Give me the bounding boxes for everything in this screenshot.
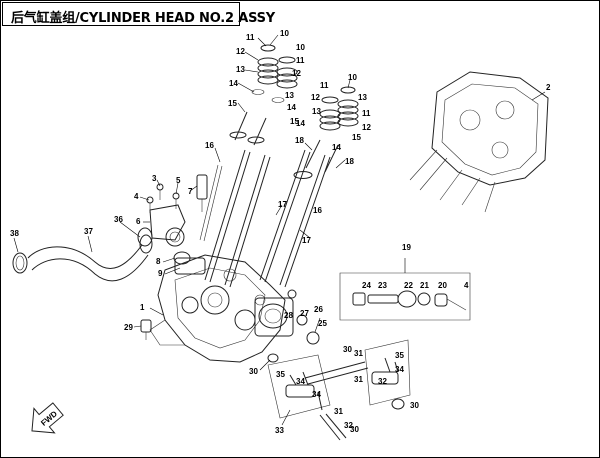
temperature-sensor	[140, 319, 152, 340]
callout-31-c: 31	[334, 407, 343, 416]
rocker-shafts	[267, 353, 369, 441]
callout-12-a: 12	[236, 47, 245, 56]
fwd-arrow-icon: FWD	[31, 402, 64, 434]
callout-10-a: 10	[280, 29, 289, 38]
callout-35-a: 35	[276, 370, 285, 379]
callout-9: 9	[158, 269, 163, 278]
callout-13-c: 13	[312, 107, 321, 116]
callout-16-b: 16	[313, 206, 322, 215]
callout-38: 38	[10, 229, 19, 238]
callout-15-c: 15	[352, 133, 361, 142]
callout-14-a: 14	[229, 79, 238, 88]
rocker-arm-right	[364, 339, 411, 410]
callout-31-b: 31	[354, 349, 363, 358]
page-title: 后气缸盖组/CYLINDER HEAD NO.2 ASSY	[11, 11, 276, 26]
callout-11-a: 11	[246, 33, 255, 42]
title-box: 后气缸盖组/CYLINDER HEAD NO.2 ASSY	[2, 2, 275, 26]
callout-1: 1	[140, 303, 145, 312]
callout-15-b: 15	[290, 117, 299, 126]
bolt-group-left	[146, 183, 180, 213]
callout-35-b: 35	[395, 351, 404, 360]
camshaft-assembly-box	[339, 258, 471, 321]
callout-34-b: 34	[395, 365, 404, 374]
callout-3: 3	[152, 174, 157, 183]
callout-32-b: 32	[378, 377, 387, 386]
callout-37: 37	[84, 227, 93, 236]
coolant-hose	[27, 234, 153, 282]
callout-11-c: 11	[320, 81, 329, 90]
callout-5: 5	[176, 176, 181, 185]
valve-spring-upper-right	[293, 86, 359, 179]
callout-21: 21	[420, 281, 429, 290]
callout-12-c: 12	[311, 93, 320, 102]
callout-labels: 1 2 3 4 5 6 7 8 9 10 11 12 13 14 15 16 1…	[10, 29, 551, 435]
spark-plug	[196, 174, 208, 212]
callout-17-a: 17	[278, 200, 287, 209]
callout-23: 23	[378, 281, 387, 290]
callout-6: 6	[136, 217, 141, 226]
callout-13-d: 13	[358, 93, 367, 102]
callout-8: 8	[156, 257, 161, 266]
callout-19: 19	[402, 243, 411, 252]
callout-27: 27	[300, 309, 309, 318]
callout-25: 25	[318, 319, 327, 328]
valve-rod-group	[199, 149, 331, 288]
callout-4-b: 4	[464, 281, 469, 290]
callout-34-a: 34	[296, 377, 305, 386]
callout-36: 36	[114, 215, 123, 224]
cylinder-head-no2-outline	[409, 71, 549, 213]
seal-group	[287, 289, 320, 345]
callout-11-d: 11	[362, 109, 371, 118]
rocker-arm-left	[267, 354, 331, 419]
callout-4: 4	[134, 192, 139, 201]
callout-30-c: 30	[410, 401, 419, 410]
callout-22: 22	[404, 281, 413, 290]
callout-32: 32	[344, 421, 353, 430]
callout-33: 33	[275, 426, 284, 435]
valve-spring-upper-left	[229, 44, 298, 146]
callout-10-c: 10	[348, 73, 357, 82]
callout-26: 26	[314, 305, 323, 314]
callout-12-b: 12	[292, 69, 301, 78]
cylinder-head-assembly	[149, 254, 286, 363]
callout-30-b: 30	[343, 345, 352, 354]
hose-clamps	[12, 227, 153, 274]
callout-12-d: 12	[362, 123, 371, 132]
callout-34-c: 34	[312, 390, 321, 399]
callout-30-a: 30	[249, 367, 258, 376]
callout-16-a: 16	[205, 141, 214, 150]
callout-28: 28	[284, 311, 293, 320]
callout-11-b: 11	[296, 56, 305, 65]
callout-18-a: 18	[295, 136, 304, 145]
side-cover-assembly	[254, 297, 294, 337]
callout-2: 2	[546, 83, 551, 92]
callout-20: 20	[438, 281, 447, 290]
callout-14-c: 14	[296, 119, 305, 128]
callout-14-d: 14	[332, 143, 341, 152]
callout-10-b: 10	[296, 43, 305, 52]
callout-30-d: 30	[350, 425, 359, 434]
leader-lines	[13, 34, 546, 426]
water-outlet-housing	[149, 204, 191, 265]
callout-7: 7	[188, 187, 193, 196]
callout-24: 24	[362, 281, 371, 290]
callout-18-b: 18	[345, 157, 354, 166]
callout-31-a: 31	[354, 375, 363, 384]
callout-17-b: 17	[302, 236, 311, 245]
callout-29: 29	[124, 323, 133, 332]
callout-14-b: 14	[287, 103, 296, 112]
callout-13-a: 13	[236, 65, 245, 74]
callout-13-b: 13	[285, 91, 294, 100]
callout-15-a: 15	[228, 99, 237, 108]
